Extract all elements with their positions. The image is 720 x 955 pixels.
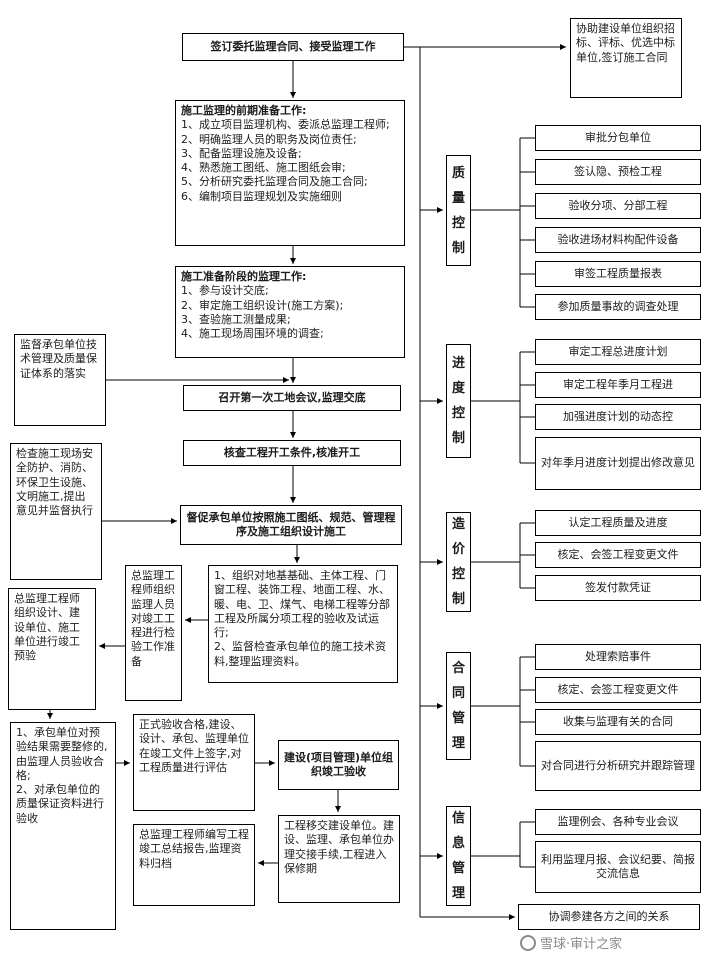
step-start-check: 核查工程开工条件,核准开工 [183,440,401,466]
progress-item: 审定工程年季月工程进 [535,372,701,398]
prep-title: 施工监理的前期准备工作: [181,104,307,117]
prep-item: 1、成立项目监理机构、委派总监理工程师; [181,118,390,132]
repair-item: 2、对承包单位的质量保证资料进行验收 [16,783,104,825]
step-supervise-construction: 督促承包单位按照施工图纸、规范、管理程序及施工组织设计施工 [180,505,402,545]
side-qa-system: 监督承包单位技术管理及质量保证体系的落实 [14,334,106,426]
step-org-acceptance: 建设(项目管理)单位组织竣工验收 [278,740,399,790]
label-contract-management: 合同管理 [446,652,471,760]
contract-item: 对合同进行分析研究并跟踪管理 [535,741,701,791]
step-acceptance-testing: 1、组织对地基基础、主体工程、门窗工程、装饰工程、地面工程、水、暖、电、卫、煤气… [208,565,398,683]
side-repair-acceptance: 1、承包单位对预验结果需要整修的,由监理人员验收合格; 2、对承包单位的质量保证… [10,722,116,930]
side-pre-acceptance: 总监理工程师组织设计、建设单位、施工单位进行竣工预验 [8,588,96,710]
ready-item: 2、审定施工组织设计(施工方案); [181,298,344,312]
step-handover: 工程移交建设单位。建设、监理、承包单位办理交接手续,工程进入保修期 [278,815,400,903]
watermark: 雪球·审计之家 [520,933,622,952]
repair-item: 1、承包单位对预验结果需要整修的,由监理人员验收合格; [16,726,108,782]
watermark-text: 雪球·审计之家 [540,937,623,952]
ready-title: 施工准备阶段的监理工作: [181,270,307,283]
label-cost-control: 造价控制 [446,512,471,612]
cost-item: 认定工程质量及进度 [535,510,701,536]
acceptance-item: 2、监督检查承包单位的施工技术资料,整理监理资料。 [214,640,386,668]
info-management-text: 信息管理 [451,811,465,901]
ready-item: 1、参与设计交底; [181,284,269,298]
side-site-check: 检查施工现场安全防护、消防、环保卫生设施、文明施工,提出意见并监督执行 [10,443,102,580]
quality-item: 参加质量事故的调查处理 [535,294,701,320]
quality-item: 审签工程质量报表 [535,261,701,287]
contract-item: 处理索赔事件 [535,644,701,670]
label-quality-control: 质量控制 [446,155,471,266]
progress-control-text: 进度控制 [451,356,465,446]
step-assist-bidding: 协助建设单位组织招标、评标、优选中标单位,签订施工合同 [570,18,682,98]
quality-item: 验收进场材料构配件设备 [535,227,701,253]
step-first-meeting: 召开第一次工地会议,监理交底 [183,385,401,411]
prep-item: 6、编制项目监理规划及实施细则 [181,189,342,203]
quality-item: 签认隐、预检工程 [535,159,701,185]
info-item: 利用监理月报、会议纪要、简报交流信息 [535,841,701,893]
label-info-management: 信息管理 [446,806,471,906]
prep-item: 3、配备监理设施及设备; [181,146,302,160]
cost-control-text: 造价控制 [451,517,465,607]
quality-item: 审批分包单位 [535,125,701,151]
prep-item: 5、分析研究委托监理合同及施工合同; [181,175,368,189]
step-sign-contract: 签订委托监理合同、接受监理工作 [182,33,404,61]
quality-item: 验收分项、分部工程 [535,193,701,219]
step-formal-acceptance: 正式验收合格,建设、设计、承包、监理单位在竣工文件上签字,对工程质量进行评估 [133,714,255,811]
prep-item: 4、熟悉施工图纸、施工图纸会审; [181,161,346,175]
quality-control-text: 质量控制 [451,165,465,256]
acceptance-item: 1、组织对地基基础、主体工程、门窗工程、装饰工程、地面工程、水、暖、电、卫、煤气… [214,569,390,640]
progress-item: 加强进度计划的动态控 [535,404,701,430]
step-final-report: 总监理工程师编写工程竣工总结报告,监理资料归档 [133,824,255,906]
ready-item: 4、施工现场周围环境的调查; [181,327,324,341]
progress-item: 对年季月进度计划提出修改意见 [535,437,701,490]
label-progress-control: 进度控制 [446,344,471,458]
contract-item: 核定、会签工程变更文件 [535,677,701,703]
side-inspect-prep: 总监理工程师组织监理人员对竣工工程进行检验工作准备 [125,565,182,701]
cost-item: 签发付款凭证 [535,575,701,601]
progress-item: 审定工程总进度计划 [535,339,701,365]
step-coordinate-parties: 协调参建各方之间的关系 [518,904,700,930]
info-item: 监理例会、各种专业会议 [535,809,701,835]
step-ready-stage: 施工准备阶段的监理工作: 1、参与设计交底; 2、审定施工组织设计(施工方案);… [175,266,405,358]
contract-item: 收集与监理有关的合同 [535,709,701,735]
ready-item: 3、查验施工测量成果; [181,312,291,326]
cost-item: 核定、会签工程变更文件 [535,542,701,568]
snowball-logo-icon [520,934,536,951]
prep-item: 2、明确监理人员的职务及岗位责任; [181,132,357,146]
step-prep-work: 施工监理的前期准备工作: 1、成立项目监理机构、委派总监理工程师; 2、明确监理… [175,100,405,246]
contract-management-text: 合同管理 [451,661,465,751]
